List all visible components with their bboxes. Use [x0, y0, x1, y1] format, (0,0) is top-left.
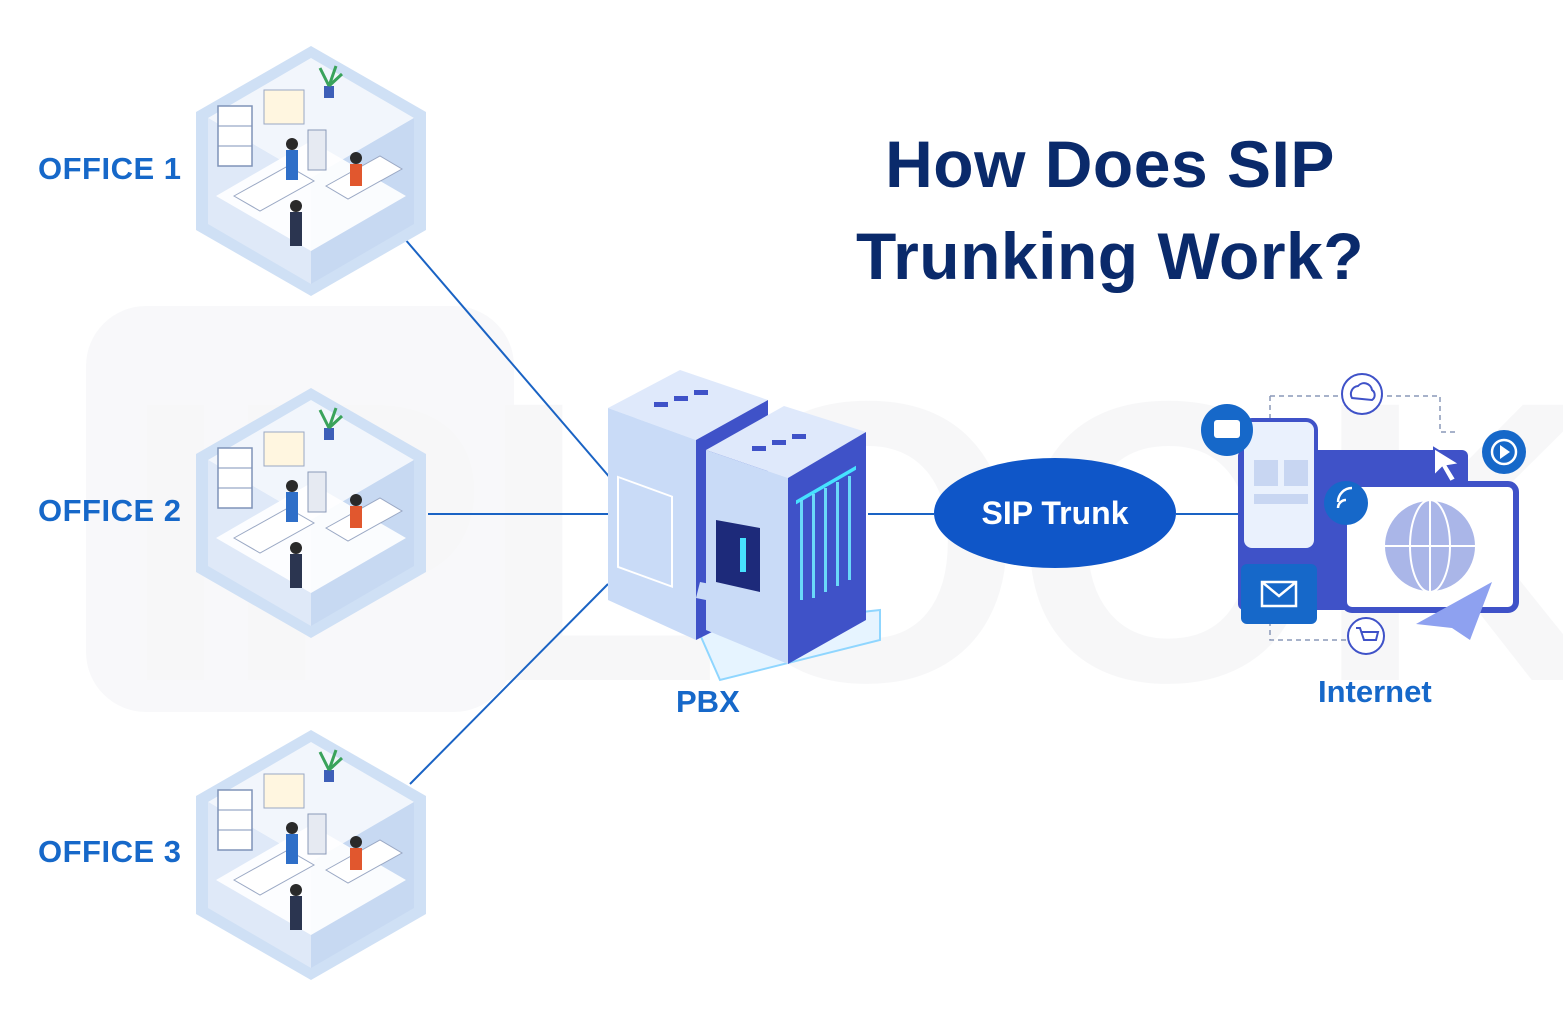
cloud-upload-icon: [1341, 373, 1383, 415]
mail-icon: [1241, 564, 1317, 624]
title-line-1: How Does SIP: [885, 127, 1335, 201]
pbx-label: PBX: [676, 684, 740, 719]
connector-office3-pbx: [409, 583, 609, 785]
paper-plane-icon: [1416, 582, 1492, 640]
sip-trunk-label: SIP Trunk: [981, 494, 1129, 531]
office-1-illustration: [194, 44, 428, 298]
cursor-icon: [1433, 446, 1463, 484]
internet-illustration: [1201, 373, 1526, 655]
office-1-label: OFFICE 1: [38, 151, 182, 186]
office-2-label: OFFICE 2: [38, 493, 182, 528]
office-3-label: OFFICE 3: [38, 834, 182, 869]
cart-icon: [1347, 617, 1385, 655]
connector-lines: [403, 237, 1240, 785]
title-line-2: Trunking Work?: [855, 219, 1365, 293]
page-title: How Does SIP Trunking Work?: [780, 118, 1440, 302]
connector-office1-pbx: [403, 237, 613, 481]
wifi-icon: [1324, 481, 1368, 525]
internet-label: Internet: [1318, 674, 1432, 709]
pbx-server-illustration: [608, 370, 881, 682]
sip-trunk-node: [934, 458, 1176, 568]
office-3-illustration: [194, 728, 428, 982]
